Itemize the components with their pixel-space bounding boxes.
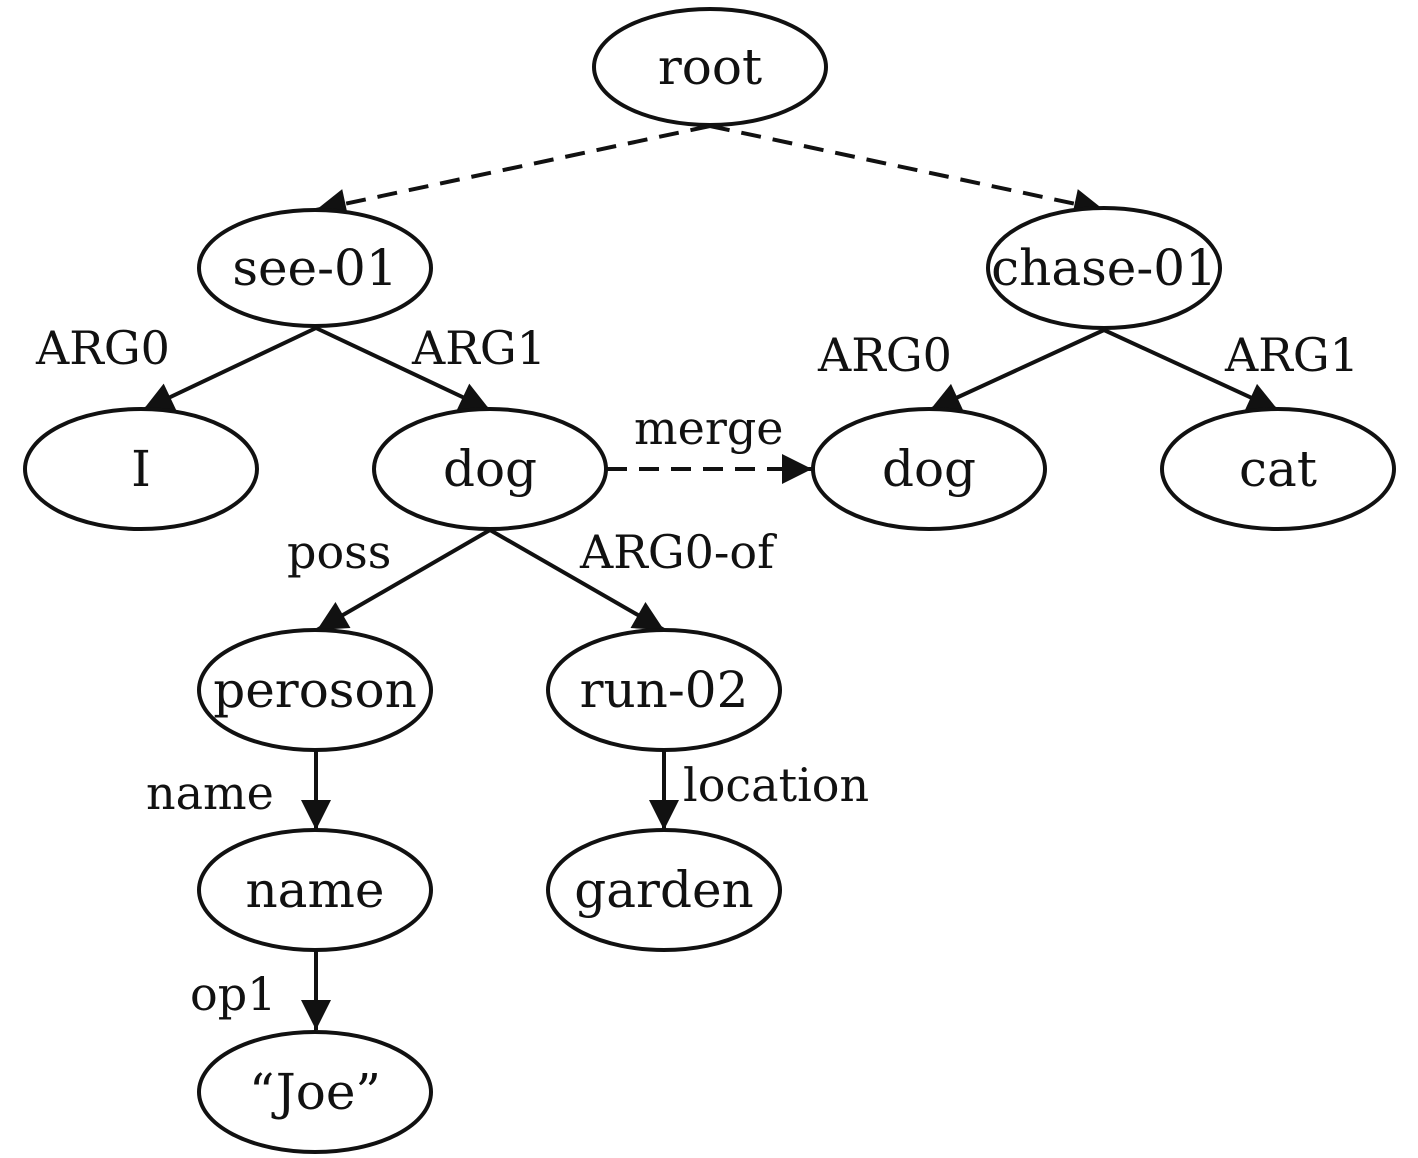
node-chase01-label: chase-01 [991,239,1217,297]
edge-label-see01-i: ARG0 [35,321,170,375]
edge-dog-run02 [489,528,665,632]
node-root: root [592,7,828,127]
node-joe: “Joe” [197,1030,433,1154]
node-dog-right-label: dog [882,440,976,498]
node-i-label: I [131,440,151,498]
node-root-label: root [658,38,762,96]
node-dog-right: dog [811,407,1047,531]
edge-see01-dog [315,326,491,412]
node-joe-label: “Joe” [249,1063,381,1121]
node-peroson: peroson [197,628,433,752]
edge-label-name-joe: op1 [190,967,276,1021]
edge-root-chase01 [709,124,1105,219]
node-cat-label: cat [1239,440,1317,498]
edge-dog-peroson [315,528,492,632]
node-dog-left-label: dog [443,440,537,498]
node-see01-label: see-01 [232,239,397,297]
node-run02: run-02 [546,628,782,752]
edge-root-see01 [315,124,711,219]
node-see01: see-01 [197,208,433,328]
edge-label-chase01-cat: ARG1 [1224,328,1359,382]
edge-label-chase01-dog: ARG0 [817,328,952,382]
node-peroson-label: peroson [213,661,417,719]
node-i: I [23,407,259,531]
edge-label-dog-run02: ARG0-of [579,525,777,579]
edge-label-run02-garden: location [683,758,869,812]
node-garden-label: garden [574,861,754,919]
node-name-label: name [245,861,384,919]
node-dog-left: dog [372,407,608,531]
edge-chase01-dog [929,328,1105,412]
node-run02-label: run-02 [580,661,749,719]
node-garden: garden [546,828,782,952]
edge-label-peroson-name: name [146,766,274,820]
edge-chase01-cat [1103,328,1279,412]
edge-label-see01-dog: ARG1 [411,321,546,375]
edge-see01-i [142,326,317,412]
edge-label-merge: merge [634,401,784,455]
node-cat: cat [1160,407,1396,531]
node-name: name [197,828,433,952]
edge-label-dog-peroson: poss [287,525,391,579]
node-chase01: chase-01 [986,206,1222,330]
